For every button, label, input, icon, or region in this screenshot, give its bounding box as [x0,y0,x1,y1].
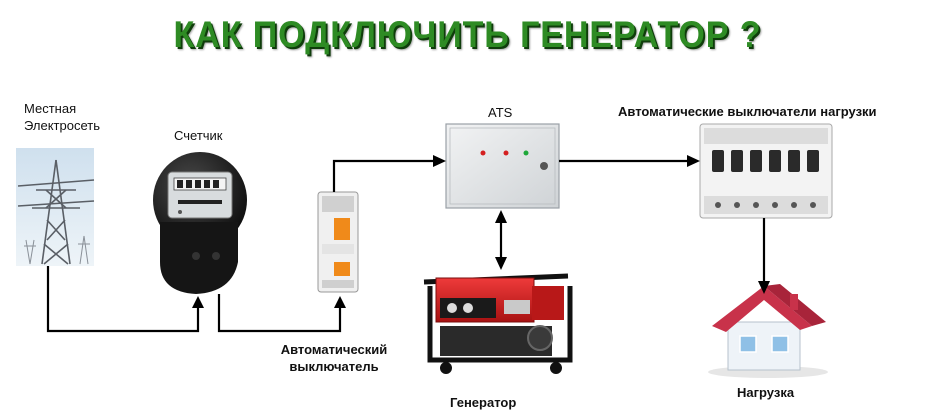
ats-label: ATS [488,105,513,120]
ats-cabinet-icon [445,123,560,209]
arrow-to-house-icon [758,281,770,294]
breaker-label-line1: Автоматический [280,342,388,357]
load-breakers-label: Автоматические выключатели нагрузки [618,104,877,119]
arrow-to-ats-icon [433,155,446,167]
load-breakers-panel-icon [699,123,833,219]
page-title: КАК ПОДКЛЮЧИТЬ ГЕНЕРАТОР ? [173,14,762,55]
grid-label-line2: Электросеть [24,118,101,133]
generator-icon [423,273,573,374]
arrow-up-to-ats-icon [495,210,507,223]
electric-meter-icon [153,152,247,294]
grid-label: Местная Электросеть [24,100,100,134]
meter-label: Счетчик [174,128,223,143]
generator-label: Генератор [450,395,517,410]
wire-grid-to-meter [46,266,200,333]
circuit-breaker-icon [317,191,359,293]
power-pylon-icon [16,148,95,266]
grid-label-line1: Местная [24,101,77,116]
connection-wires [46,159,766,333]
wire-breaker-to-ats [332,159,436,192]
arrow-to-meter-icon [192,296,204,308]
arrow-to-breaker-icon [334,296,346,308]
breaker-label: Автоматический выключатель [274,341,394,375]
wire-meter-to-breaker [217,294,342,333]
arrowheads [192,155,770,308]
arrow-down-to-generator-icon [495,257,507,270]
breaker-label-line2: выключатель [289,359,379,374]
house-icon [708,284,828,378]
load-label: Нагрузка [737,385,795,400]
arrow-to-load-breakers-icon [687,155,700,167]
